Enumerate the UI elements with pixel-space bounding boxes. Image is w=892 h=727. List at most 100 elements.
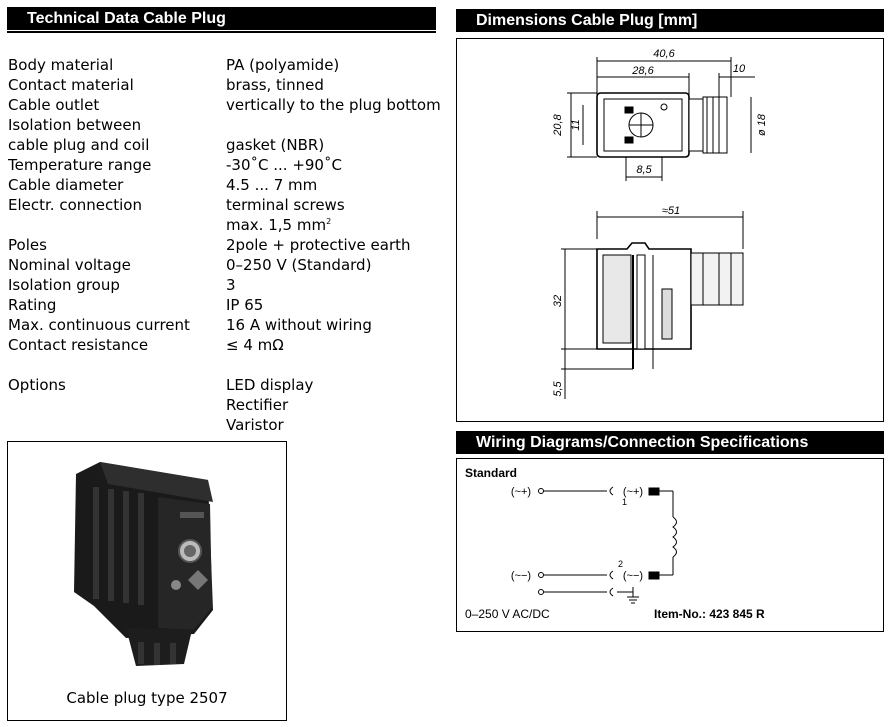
- dimensions-header: Dimensions Cable Plug [mm]: [456, 9, 884, 32]
- wiring-diagram: (~+) (~+) 1 (~−) (~−) 2: [511, 486, 677, 604]
- spec-row: Body material PA (polyamide): [8, 55, 441, 75]
- option-value: LED display: [226, 376, 314, 394]
- spec-row: Temperature range -30˚C ... +90˚C: [8, 155, 441, 175]
- spec-value: 4.5 ... 7 mm: [226, 175, 317, 195]
- spec-value-text: IP 65: [226, 296, 264, 314]
- spec-value-text: max. 1,5 mm: [226, 216, 327, 234]
- spec-label: Poles: [8, 236, 47, 254]
- spec-row: Poles 2pole + protective earth: [8, 235, 441, 255]
- option-row: Options LED display: [8, 375, 441, 395]
- dim-side-width: ≈51: [662, 205, 680, 217]
- spec-value: vertically to the plug bottom: [226, 95, 441, 115]
- spec-row: cable plug and coil gasket (NBR): [8, 135, 441, 155]
- wiring-voltage: 0–250 V AC/DC: [465, 607, 550, 621]
- spec-value-text: PA (polyamide): [226, 56, 340, 74]
- wiring-standard-title: Standard: [465, 466, 518, 480]
- option-value: Varistor: [226, 416, 284, 434]
- spec-label: Nominal voltage: [8, 256, 131, 274]
- spec-value: 2pole + protective earth: [226, 235, 411, 255]
- wiring-diagram-box: Standard (~+) (~+) 1 (~−) (~−) 2 0–250 V…: [456, 458, 884, 632]
- spec-value: -30˚C ... +90˚C: [226, 155, 342, 175]
- dim-inner-height: 11: [570, 119, 582, 130]
- spec-row: Electr. connection terminal screws: [8, 195, 441, 215]
- spec-value: IP 65: [226, 295, 263, 315]
- spec-value-text: 4.5 ... 7 mm: [226, 176, 318, 194]
- spec-label: Cable diameter: [8, 176, 124, 194]
- header-rule: [7, 31, 436, 33]
- dim-side-height: 32: [552, 295, 564, 307]
- cable-plug-illustration: [74, 462, 213, 666]
- spec-row: Contact resistance≤ 4 mΩ: [8, 335, 441, 355]
- spec-value-text: gasket (NBR): [226, 136, 325, 154]
- spec-value-text: brass, tinned: [226, 76, 324, 94]
- option-label: Options: [8, 376, 66, 394]
- dim-pin-spacing: 8,5: [636, 164, 652, 176]
- spec-value-text: 2pole + protective earth: [226, 236, 411, 254]
- spec-label: Rating: [8, 296, 57, 314]
- terminal-top-left-symbol: (~+): [511, 486, 531, 498]
- spec-value: gasket (NBR): [226, 135, 324, 155]
- dim-body-width: 28,6: [631, 65, 654, 77]
- spec-label: Body material: [8, 56, 114, 74]
- spec-label: Contact material: [8, 76, 134, 94]
- dim-height: 20,8: [552, 113, 564, 136]
- spec-label: Electr. connection: [8, 196, 142, 214]
- spec-row: Max. continuous current 16 A without wiri…: [8, 315, 441, 335]
- spec-value-text: -30˚C ... +90˚C: [226, 156, 342, 174]
- spec-label: Isolation between: [8, 116, 142, 134]
- dim-top-width: 40,6: [653, 48, 675, 60]
- spec-row: Contact material brass, tinned: [8, 75, 441, 95]
- dim-pin-length: 5,5: [552, 380, 564, 396]
- option-row: Rectifier: [8, 395, 441, 415]
- spec-value: terminal screws: [226, 195, 345, 215]
- spec-row: Cable outlet vertically to the plug botto…: [8, 95, 441, 115]
- spec-label: cable plug and coil: [8, 136, 150, 154]
- spec-value: 0–250 V (Standard): [226, 255, 371, 275]
- spec-label: Isolation group: [8, 276, 120, 294]
- spec-gap: [8, 355, 441, 375]
- spec-row: Isolation between: [8, 115, 441, 135]
- spec-value: ≤ 4 mΩ: [226, 335, 284, 355]
- spec-label: Cable outlet: [8, 96, 100, 114]
- photo-caption: Cable plug type 2507: [66, 689, 228, 707]
- spec-value-text: vertically to the plug bottom: [226, 96, 441, 114]
- terminal-top-right-symbol: (~+): [623, 486, 643, 498]
- spec-label: Max. continuous current: [8, 316, 190, 334]
- dim-gland-width: 10: [733, 63, 746, 75]
- spec-value-superscript: 2: [326, 217, 332, 226]
- spec-value: PA (polyamide): [226, 55, 339, 75]
- spec-value: 3: [226, 275, 236, 295]
- pin-2-label: 2: [618, 559, 623, 569]
- wiring-item-number: Item-No.: 423 845 R: [654, 607, 765, 621]
- spec-label: [8, 215, 226, 235]
- option-row: Varistor: [8, 415, 441, 435]
- technical-data-header: Technical Data Cable Plug: [7, 7, 436, 30]
- spec-row: Nominal voltage 0–250 V (Standard): [8, 255, 441, 275]
- spec-value-text: ≤ 4 mΩ: [226, 336, 284, 354]
- spec-label: Temperature range: [8, 156, 152, 174]
- terminal-bottom-right-symbol: (~−): [623, 570, 643, 582]
- dimensions-drawing: [561, 57, 755, 399]
- spec-value: 16 A without wiring: [226, 315, 372, 335]
- terminal-bottom-left-symbol: (~−): [511, 570, 531, 582]
- pin-1-label: 1: [622, 497, 627, 507]
- spec-row: Isolation group 3: [8, 275, 441, 295]
- spec-row: max. 1,5 mm2: [8, 215, 441, 235]
- spec-value-text: 3: [226, 276, 236, 294]
- dimension-labels: 40,6 28,6 10 20,8 11 ø 18 8,5 ≈51 32 5,5: [552, 48, 768, 397]
- cable-plug-photo: Cable plug type 2507: [7, 441, 287, 721]
- option-value: Rectifier: [226, 396, 289, 414]
- dimensions-drawing-box: 40,6 28,6 10 20,8 11 ø 18 8,5 ≈51 32 5,5: [456, 38, 884, 422]
- spec-value-text: terminal screws: [226, 196, 345, 214]
- spec-row: Rating IP 65: [8, 295, 441, 315]
- spec-row: Cable diameter 4.5 ... 7 mm: [8, 175, 441, 195]
- spec-value: brass, tinned: [226, 75, 324, 95]
- spec-value: max. 1,5 mm2: [226, 215, 331, 235]
- spec-value-text: 16 A without wiring: [226, 316, 372, 334]
- spec-value-text: 0–250 V (Standard): [226, 256, 372, 274]
- option-label: [8, 395, 226, 415]
- dim-diameter: ø 18: [756, 113, 768, 136]
- wiring-header: Wiring Diagrams/Connection Specification…: [456, 431, 884, 454]
- option-label: [8, 415, 226, 435]
